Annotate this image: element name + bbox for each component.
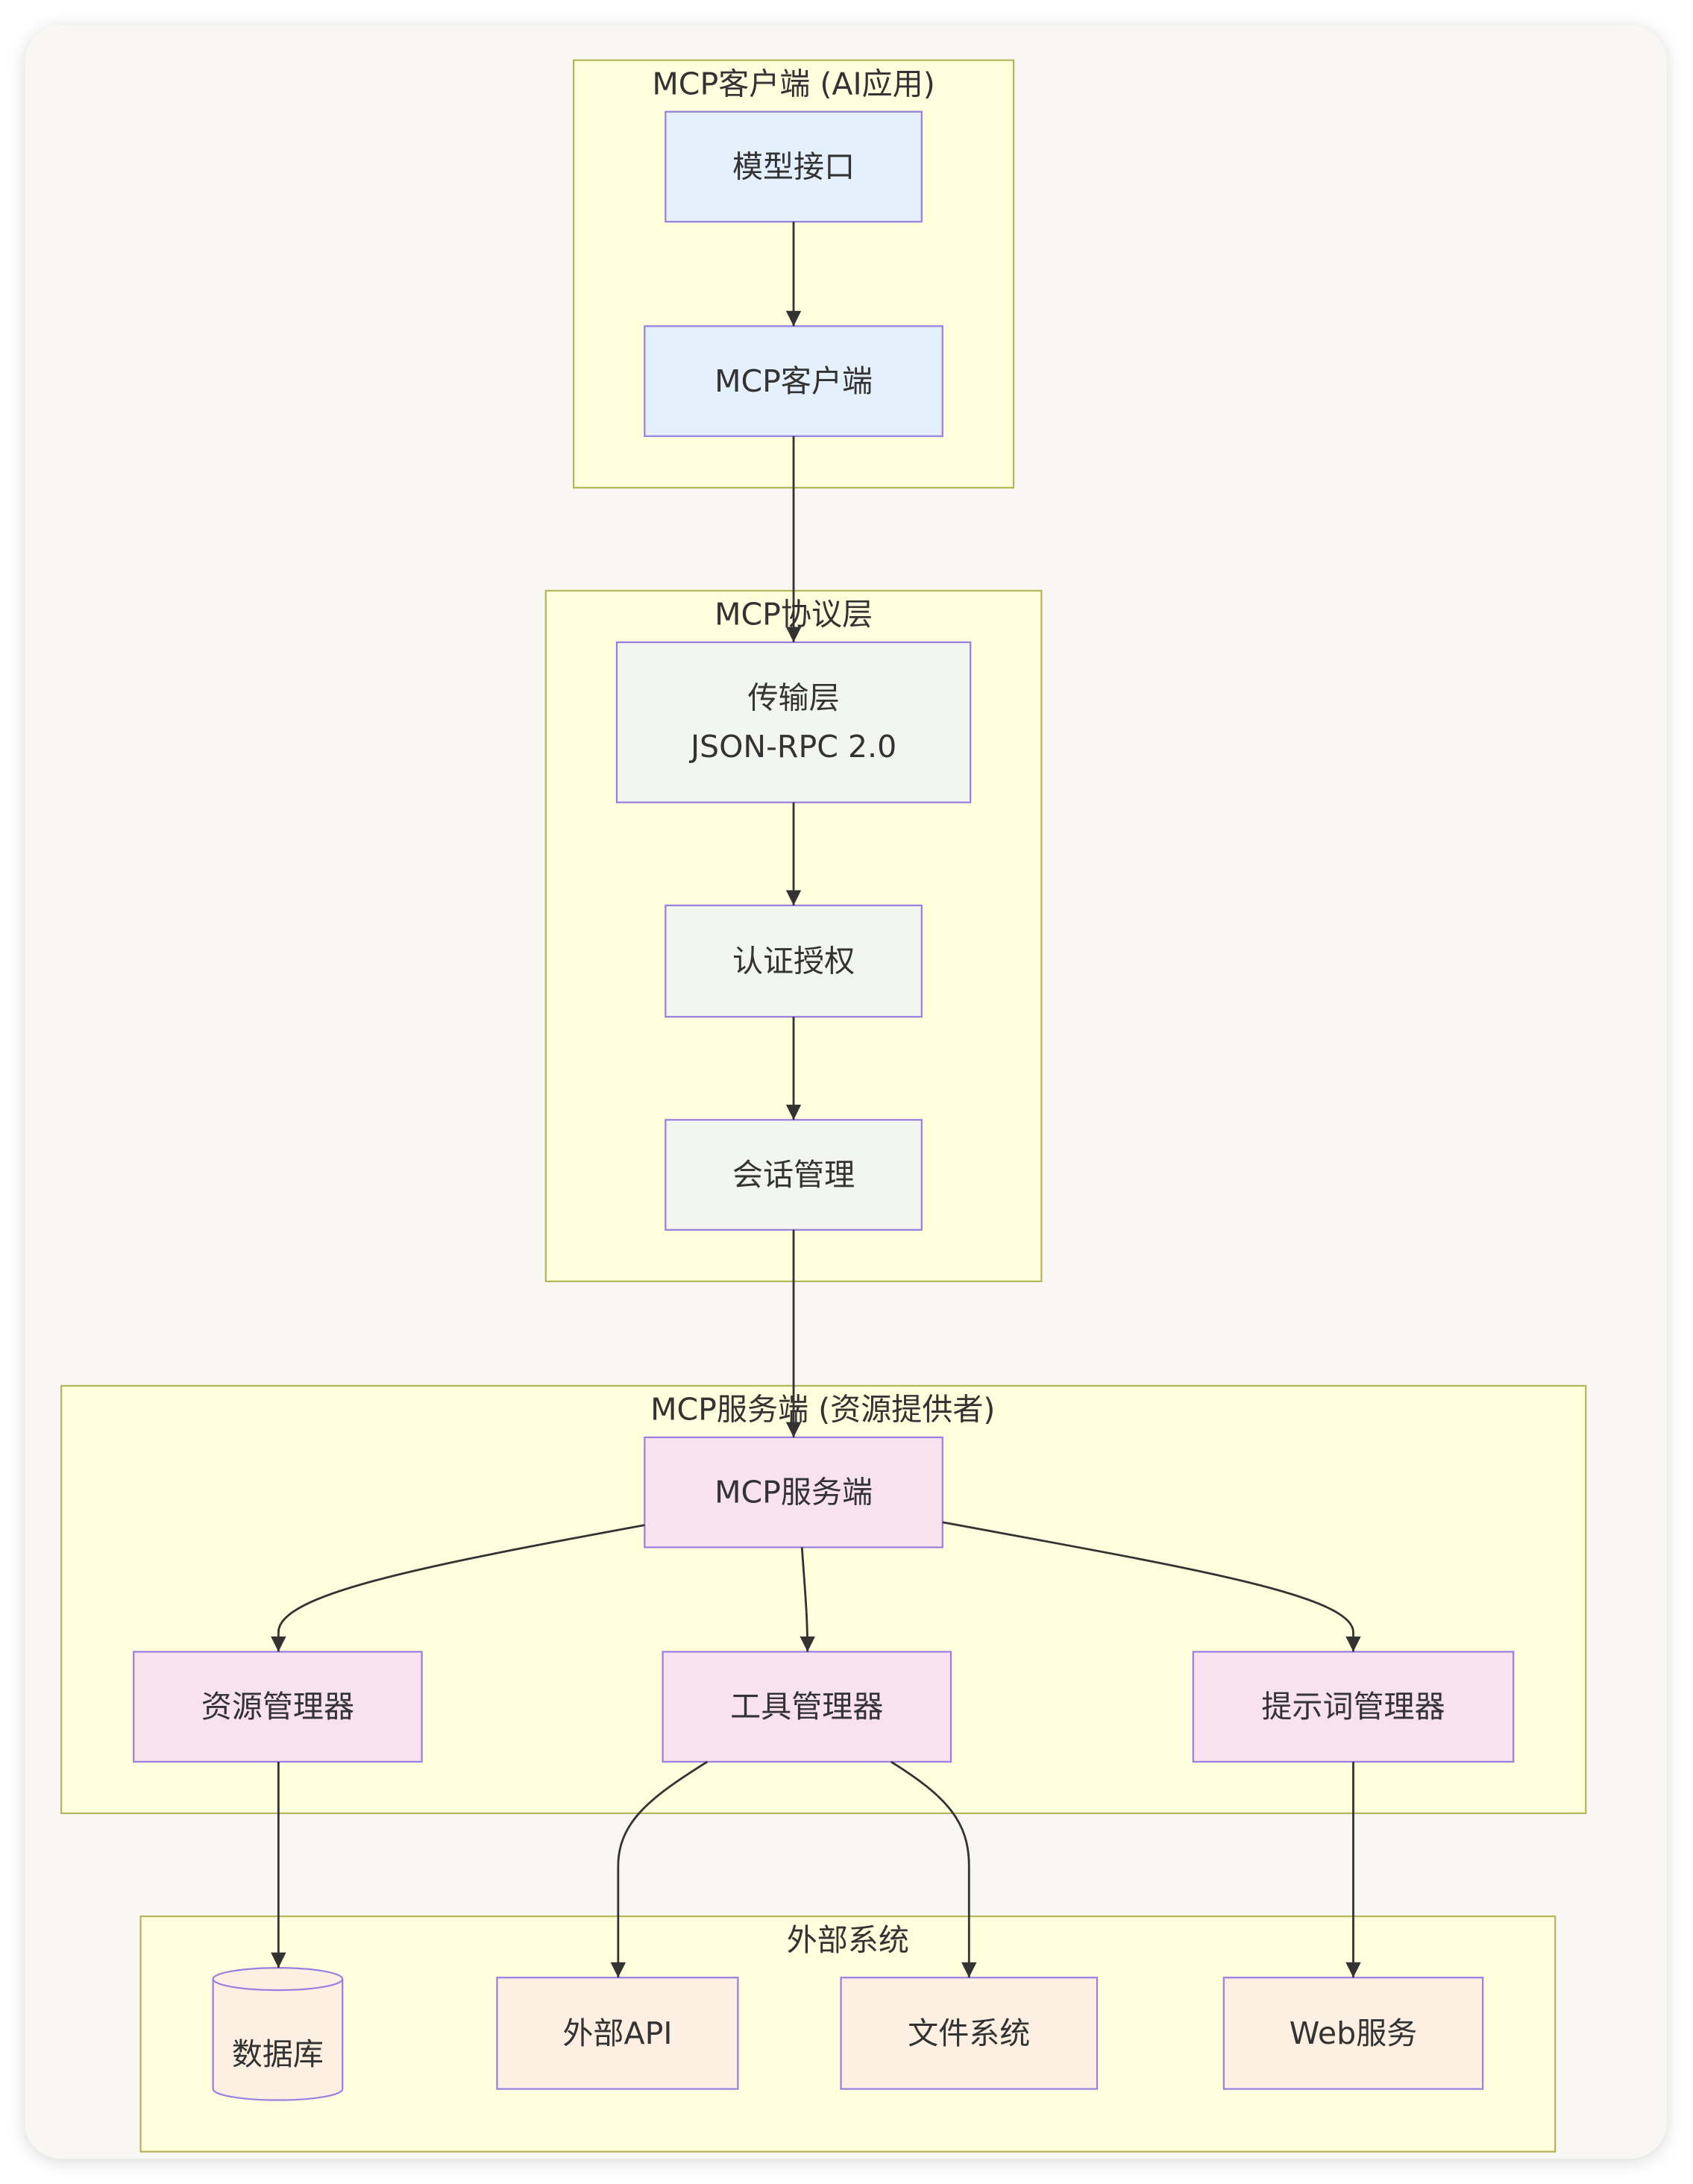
node-auth: 认证授权 [665,904,923,1018]
node-web-service: Web服务 [1222,1977,1484,2090]
node-session-label: 会话管理 [732,1157,855,1193]
node-web-service-label: Web服务 [1290,2015,1418,2051]
node-file-system: 文件系统 [840,1977,1099,2090]
node-resource-manager-label: 资源管理器 [201,1689,354,1725]
node-file-system-label: 文件系统 [908,2015,1030,2051]
edge-tool-manager-to-external-api [610,1760,709,1978]
node-resource-manager-box [133,1651,423,1763]
node-mcp-server-box [644,1436,943,1548]
node-file-system-box [840,1977,1099,2090]
node-model-interface-box [665,110,923,223]
node-model-interface-label: 模型接口 [732,149,855,185]
node-prompt-manager-box [1192,1651,1515,1763]
node-tool-manager-box [662,1651,952,1763]
node-mcp-server-label: MCP服务端 [714,1475,873,1510]
node-external-api: 外部API [496,1977,739,2090]
edge-mcp-server-to-prompt-manager [942,1521,1361,1652]
node-external-api-label: 外部API [562,2015,672,2051]
node-session: 会话管理 [665,1119,923,1231]
node-auth-label: 认证授权 [732,944,855,979]
edge-mcp-server-to-resource-manager [271,1524,645,1652]
cluster-server-title: MCP服务端 (资源提供者) [650,1392,995,1428]
edge-tool-manager-to-file-system [890,1760,977,1978]
node-mcp-client-label: MCP客户端 [714,363,873,399]
node-tool-manager-label: 工具管理器 [730,1689,883,1725]
node-auth-box [665,904,923,1018]
node-external-api-box [496,1977,739,2090]
database-cylinder-icon [212,1967,344,2101]
cluster-external-title: 外部系统 [787,1922,909,1958]
cluster-client-title: MCP客户端 (AI应用) [652,66,935,101]
node-tool-manager: 工具管理器 [662,1651,952,1763]
node-database-label: 数据库 [232,2036,324,2072]
edge-mcp-server-to-tool-manager [800,1547,815,1652]
node-prompt-manager: 提示词管理器 [1192,1651,1515,1763]
node-mcp-server: MCP服务端 [644,1436,943,1548]
node-session-box [665,1119,923,1231]
node-prompt-manager-label: 提示词管理器 [1261,1689,1445,1725]
edges [271,222,1361,1978]
node-mcp-client-box [644,325,943,437]
node-database: 数据库 [212,1967,344,2101]
node-transport-label-line1: 传输层 [747,680,839,716]
node-web-service-box [1222,1977,1484,2090]
node-model-interface: 模型接口 [665,110,923,223]
node-mcp-client: MCP客户端 [644,325,943,437]
node-transport-label-line2: JSON-RPC 2.0 [688,729,896,765]
node-transport: 传输层 JSON-RPC 2.0 [615,641,972,803]
node-resource-manager: 资源管理器 [133,1651,423,1763]
node-transport-box [615,641,972,803]
